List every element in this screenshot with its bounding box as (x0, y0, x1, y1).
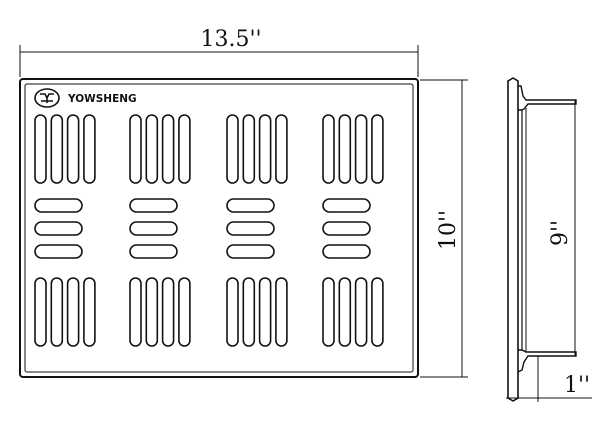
vertical-slot (226, 277, 239, 347)
vertical-slot (178, 114, 191, 184)
vertical-slot (50, 114, 64, 184)
vertical-slot (338, 114, 352, 184)
height-label: 10'' (436, 210, 461, 250)
horizontal-slot (226, 244, 275, 259)
vertical-slot (258, 114, 272, 184)
vertical-slot (371, 277, 384, 347)
grille-inner-frame (24, 83, 414, 373)
horizontal-slot (34, 244, 83, 259)
yowsheng-logo-icon (34, 88, 60, 108)
vertical-slot (242, 277, 256, 347)
front-view: YOWSHENG (19, 78, 419, 378)
profile-top-flange (518, 85, 577, 111)
vertical-slot (161, 114, 175, 184)
vertical-slot (371, 114, 384, 184)
vertical-slot (83, 277, 96, 347)
vertical-slot (226, 114, 239, 184)
vertical-slot (50, 277, 64, 347)
vertical-slot (129, 277, 142, 347)
horizontal-slot (226, 198, 275, 213)
profile-plate (507, 77, 519, 402)
horizontal-slot (226, 221, 275, 236)
depth-label: 1'' (564, 373, 590, 398)
vertical-slot (275, 277, 288, 347)
vertical-slot (129, 114, 142, 184)
brand-name: YOWSHENG (67, 93, 137, 105)
horizontal-slot (129, 244, 178, 259)
vertical-slot (275, 114, 288, 184)
profile-bottom-flange (517, 349, 577, 373)
horizontal-slot (34, 221, 83, 236)
horizontal-slot (322, 221, 371, 236)
vertical-slot (322, 277, 335, 347)
vertical-slot (145, 114, 159, 184)
height-dimension: 10'' (420, 79, 468, 378)
vertical-slot (66, 277, 80, 347)
vertical-slot (258, 277, 272, 347)
vertical-slot (338, 277, 352, 347)
grille-outer-frame (19, 78, 419, 378)
horizontal-slot (129, 198, 178, 213)
horizontal-slot (129, 221, 178, 236)
horizontal-slot (34, 198, 83, 213)
vertical-slot (354, 114, 368, 184)
slot-pattern (34, 114, 384, 347)
vertical-slot (242, 114, 256, 184)
side-profile-view: 9'' 1'' (506, 77, 592, 402)
horizontal-slot (322, 198, 371, 213)
vertical-slot (66, 114, 80, 184)
vertical-slot (34, 277, 47, 347)
horizontal-slot (322, 244, 371, 259)
vertical-slot (145, 277, 159, 347)
depth-height-label: 9'' (548, 220, 573, 246)
vertical-slot (161, 277, 175, 347)
width-dimension: 13.5'' (19, 27, 419, 77)
vertical-slot (178, 277, 191, 347)
vertical-slot (34, 114, 47, 184)
vertical-slot (354, 277, 368, 347)
vertical-slot (83, 114, 96, 184)
width-label: 13.5'' (200, 27, 261, 52)
vertical-slot (322, 114, 335, 184)
